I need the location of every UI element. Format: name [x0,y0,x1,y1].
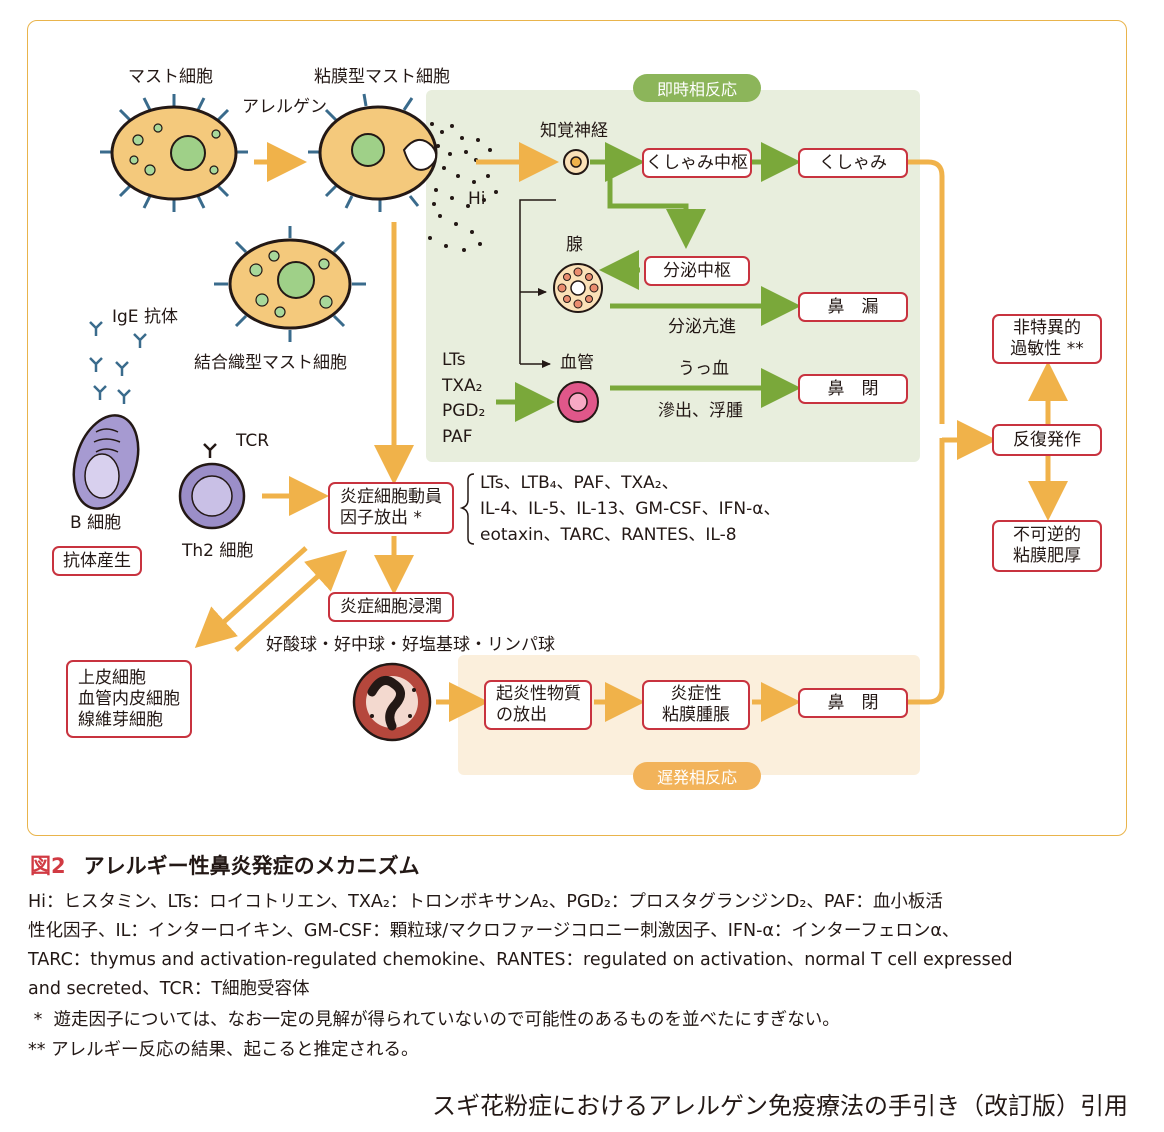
th2-cell-icon [178,443,246,530]
figure-number: 図2 [30,854,66,878]
sneeze-center-box: くしゃみ中枢 [642,148,752,178]
tcr-label: TCR [236,431,270,451]
figure-caption-title: 図2 アレルギー性鼻炎発症のメカニズム [30,850,420,880]
sensory-nerve-icon [563,149,589,175]
caption-note-1: * 遊走因子については、なお一定の見解が得られていないので可能性のあるものを並べ… [28,1010,840,1030]
inflammatory-cells-label: 好酸球・好中球・好塩基球・リンパ球 [266,635,555,655]
caption-line-3: TARC：thymus and activation-regulated che… [28,950,1013,970]
mucosal-swelling-box: 炎症性 粘膜腫脹 [642,680,750,730]
mediators-list: LTs TXA₂ PGD₂ PAF [442,350,486,447]
mucosal-mast-cell-icon [308,93,438,212]
mucosal-mast-cell-label: 粘膜型マスト細胞 [314,67,450,87]
mast-cell-label: マスト細胞 [128,67,213,87]
sneeze-box: くしゃみ [798,148,908,178]
ige-antibody-label: IgE 抗体 [112,307,178,327]
connective-mast-cell-icon [214,226,366,342]
figure-title: アレルギー性鼻炎発症のメカニズム [83,854,420,878]
orange-arrows [194,142,1068,722]
b-cell-label: B 細胞 [70,513,122,533]
rhinorrhea-box: 鼻 漏 [798,292,908,322]
secretion-center-box: 分泌中枢 [644,256,750,286]
mucosal-thickening-box: 不可逆的 粘膜肥厚 [992,520,1102,572]
caption-line-4: and secreted、TCR：T細胞受容体 [28,979,310,999]
nasal-obstruction-box: 鼻 閉 [798,374,908,404]
caption-note-2: ** アレルギー反応の結果、起こると推定される。 [28,1040,419,1060]
immediate-phase-label: 即時相反応 [633,74,761,102]
epithelial-cells-box: 上皮細胞 血管内皮細胞 線維芽細胞 [66,660,192,738]
exudation-edema-label: 滲出、浮腫 [658,401,743,421]
ige-antibody-icon [89,321,147,404]
allergen-label: アレルゲン [242,97,327,117]
source-citation: スギ花粉症におけるアレルゲン免疫療法の手引き（改訂版）引用 [432,1092,1128,1120]
cytokine-list: LTs、LTB₄、PAF、TXA₂、 IL-4、IL-5、IL-13、GM-CS… [480,473,781,545]
histamine-label: Hi [468,189,486,209]
blood-vessel-label: 血管 [560,353,594,373]
mast-cell-icon [100,94,248,212]
cell-recruitment-factor-box: 炎症細胞動員 因子放出 * [328,482,454,534]
diagram-artwork [72,93,1068,742]
th2-cell-label: Th2 細胞 [182,541,254,561]
gland-icon [553,263,603,313]
green-arrows [496,142,801,422]
blood-vessel-icon [557,381,599,423]
caption-line-2: 性化因子、IL：インターロイキン、GM-CSF：顆粒球/マクロファージコロニー刺… [28,921,960,941]
hyperreactivity-box: 非特異的 過敏性 ** [992,314,1102,364]
late-nasal-obstruction-box: 鼻 閉 [798,688,908,718]
recurrent-attack-box: 反復発作 [992,424,1102,456]
histamine-particles [428,122,498,252]
late-phase-label: 遅発相反応 [633,762,761,790]
diagram-frame [27,20,1127,836]
secretion-increase-label: 分泌亢進 [668,317,736,337]
connective-mast-cell-label: 結合織型マスト細胞 [194,353,347,373]
congestion-label: うっ血 [678,359,729,379]
sensory-nerve-label: 知覚神経 [540,121,608,141]
inflammatory-infiltration-box: 炎症細胞浸潤 [328,592,454,622]
caption-line-1: Hi：ヒスタミン、LTs：ロイコトリエン、TXA₂：トロンボキサンA₂、PGD₂… [28,892,943,912]
granulocyte-icon [352,662,432,742]
histamine-branch-lines [459,199,556,545]
inflammatory-mediator-release-box: 起炎性物質 の放出 [484,680,592,730]
b-cell-icon [72,414,140,510]
gland-label: 腺 [566,235,583,255]
antibody-production-box: 抗体産生 [52,546,142,576]
